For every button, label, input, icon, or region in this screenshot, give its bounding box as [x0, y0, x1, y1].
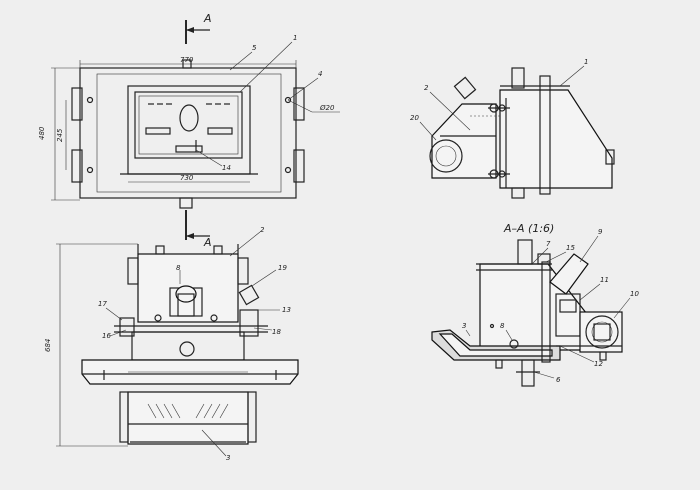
side-hopper [499, 89, 613, 189]
dim-480: 480 [38, 126, 46, 140]
dim-770: 770 [180, 56, 194, 64]
callout-section-8: 9 [598, 228, 603, 236]
section-fan [585, 315, 619, 349]
callout-front-3: 3 [226, 454, 230, 462]
callout-plan-5: 5 [252, 44, 257, 52]
callout-plan-1: 1 [293, 34, 297, 42]
callout-front-18: 18 [272, 328, 281, 336]
callout-front-8: 8 [176, 264, 181, 272]
callout-section-6: 6 [556, 376, 561, 384]
dim-684: 684 [44, 339, 52, 352]
dim-245: 245 [56, 128, 64, 142]
front-peephole [179, 341, 195, 357]
section-marker-bottom: A [203, 236, 212, 249]
section-title: А–А (1:6) [503, 222, 554, 235]
section-marker-top: A [203, 12, 212, 25]
callout-section-3: 3 [462, 322, 466, 330]
section-view: А–А (1:6) 7 15 9 [431, 222, 639, 387]
callout-section-15: 15 [566, 244, 575, 252]
callout-section-12: 11 [600, 276, 609, 284]
callout-plan-4: 4 [318, 70, 322, 78]
callout-plan-14: 14 [222, 164, 231, 172]
callout-front-17: 17 [98, 300, 107, 308]
callout-side-20: 20 [410, 114, 419, 122]
side-view: 1 2 20 [410, 58, 615, 199]
callout-section-9: 8 [500, 322, 505, 330]
callout-section-10: 10 [630, 290, 639, 298]
callout-section-11: 12 [594, 360, 603, 368]
callout-front-13: 13 [282, 306, 291, 314]
callout-front-19: 19 [278, 264, 287, 272]
callout-section-7: 7 [546, 240, 551, 248]
side-flange [539, 75, 551, 195]
front-ash-box [127, 391, 249, 445]
plan-door-window [179, 104, 199, 132]
side-fan [429, 139, 463, 173]
front-view: 684 2 3 8 13 16 17 18 19 [44, 226, 299, 462]
callout-side-2: 2 [424, 84, 429, 92]
plan-view: A 770 [38, 12, 340, 249]
dim-diameter: Ø20 [319, 104, 335, 112]
callout-front-2: 2 [260, 226, 265, 234]
dim-730: 730 [180, 174, 194, 182]
callout-front-16: 16 [102, 332, 111, 340]
callout-side-1: 1 [584, 58, 588, 66]
